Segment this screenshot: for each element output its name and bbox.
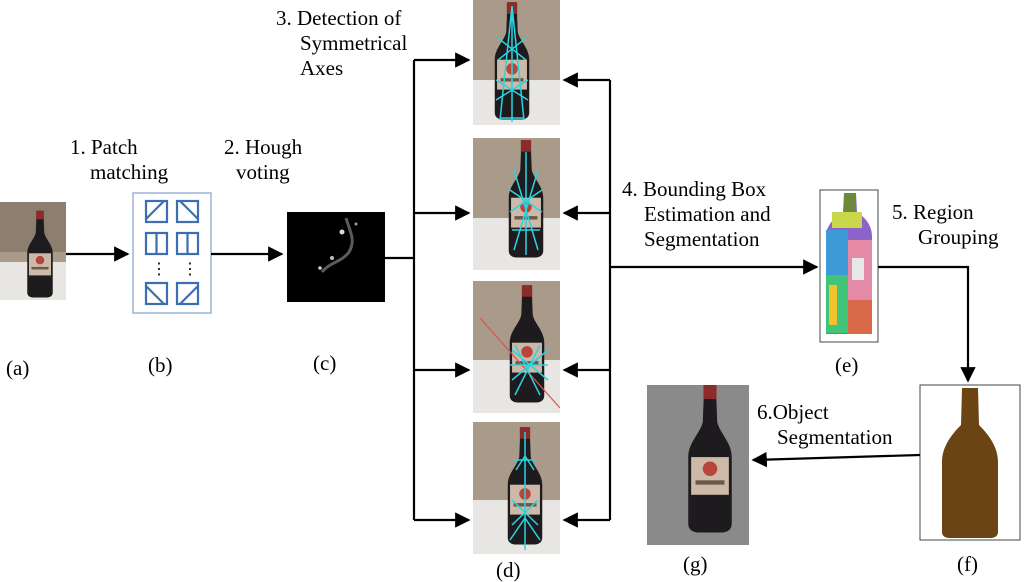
step-6-line-1: 6.Object [757, 400, 829, 424]
step-1-line-1: 1. Patch [70, 135, 138, 159]
step-4-line-1: 4. Bounding Box [622, 177, 767, 201]
label-c: (c) [313, 351, 337, 375]
step-2-line-2: voting [236, 160, 290, 184]
label-a: (a) [6, 356, 30, 380]
step-3-line-1: 3. Detection of [276, 6, 402, 30]
label-e: (e) [835, 353, 859, 377]
label-b: (b) [148, 353, 173, 377]
step-5-line-1: 5. Region [892, 200, 974, 224]
patch-dots-left: ⋮ [151, 261, 167, 278]
axis-photo-4 [473, 422, 560, 554]
label-g: (g) [683, 552, 708, 576]
step-5-label: 5. Region Grouping [892, 200, 999, 250]
step-5-line-2: Grouping [918, 225, 999, 249]
label-d: (d) [496, 558, 521, 582]
step-6-label: 6.Object Segmentation [757, 400, 892, 450]
hough-map [287, 212, 385, 302]
step-1-line-2: matching [90, 160, 169, 184]
connectors [66, 52, 976, 528]
axis-photo-1 [473, 0, 560, 125]
axis-photo-3 [473, 281, 560, 413]
input-photo [0, 202, 66, 300]
patch-dots-right: ⋮ [182, 261, 198, 278]
step-4-line-2: Estimation and [644, 202, 771, 226]
step-4-line-3: Segmentation [644, 227, 760, 251]
patch-panel [132, 192, 212, 314]
grouped-mask [919, 384, 1021, 541]
step-3-label: 3. Detection of Symmetrical Axes [276, 6, 407, 81]
step-1-label: 1. Patch matching [70, 135, 168, 185]
step-2-line-1: 2. Hough [224, 135, 303, 159]
region-segmentation [819, 189, 879, 343]
final-segmentation [647, 385, 749, 545]
label-f: (f) [957, 552, 978, 576]
axis-photo-2 [473, 138, 560, 270]
step-3-line-2: Symmetrical [300, 31, 408, 55]
step-6-line-2: Segmentation [777, 425, 893, 449]
step-2-label: 2. Hough voting [224, 135, 302, 185]
step-4-label: 4. Bounding Box Estimation and Segmentat… [622, 177, 771, 252]
step-3-line-3: Axes [300, 56, 344, 80]
